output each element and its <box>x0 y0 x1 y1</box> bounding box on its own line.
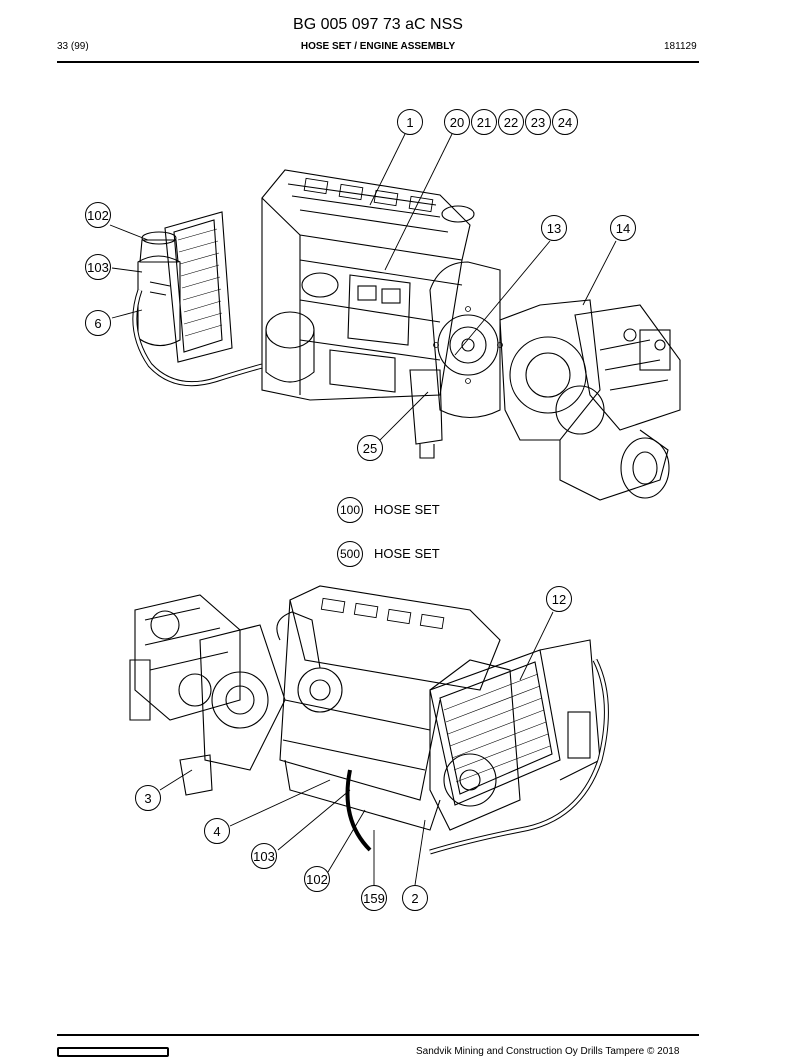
callout-25: 25 <box>357 435 383 461</box>
footer-rule <box>57 1034 699 1036</box>
page-subtitle: HOSE SET / ENGINE ASSEMBLY <box>300 41 456 52</box>
callout-24: 24 <box>552 109 578 135</box>
callout-102-top: 102 <box>85 202 111 228</box>
top-engine-drawing <box>132 169 681 501</box>
callout-103-top: 103 <box>85 254 111 280</box>
callout-13: 13 <box>541 215 567 241</box>
callout-102-bottom: 102 <box>304 866 330 892</box>
callout-23: 23 <box>525 109 551 135</box>
legend-ref-100: 100 <box>337 497 363 523</box>
top-leader-lines <box>109 133 617 441</box>
callout-159: 159 <box>361 885 387 911</box>
callout-2: 2 <box>402 885 428 911</box>
callout-12: 12 <box>546 586 572 612</box>
callout-21: 21 <box>471 109 497 135</box>
footer-copyright: Sandvik Mining and Construction Oy Drill… <box>416 1046 680 1057</box>
bottom-leader-lines <box>159 611 554 886</box>
bottom-engine-drawing <box>129 585 609 855</box>
callout-20: 20 <box>444 109 470 135</box>
date-code: 181129 <box>664 41 697 52</box>
legend-label-500: HOSE SET <box>374 546 440 561</box>
callout-1: 1 <box>397 109 423 135</box>
callout-14: 14 <box>610 215 636 241</box>
legend-ref-500: 500 <box>337 541 363 567</box>
callout-4: 4 <box>204 818 230 844</box>
callout-22: 22 <box>498 109 524 135</box>
callout-3: 3 <box>135 785 161 811</box>
callout-6: 6 <box>85 310 111 336</box>
legend-label-100: HOSE SET <box>374 502 440 517</box>
header-rule <box>57 61 699 63</box>
sandvik-logo <box>57 1047 169 1057</box>
page-number: 33 (99) <box>57 41 89 52</box>
doc-title: BG 005 097 73 aC NSS <box>293 16 463 33</box>
callout-103-bottom: 103 <box>251 843 277 869</box>
